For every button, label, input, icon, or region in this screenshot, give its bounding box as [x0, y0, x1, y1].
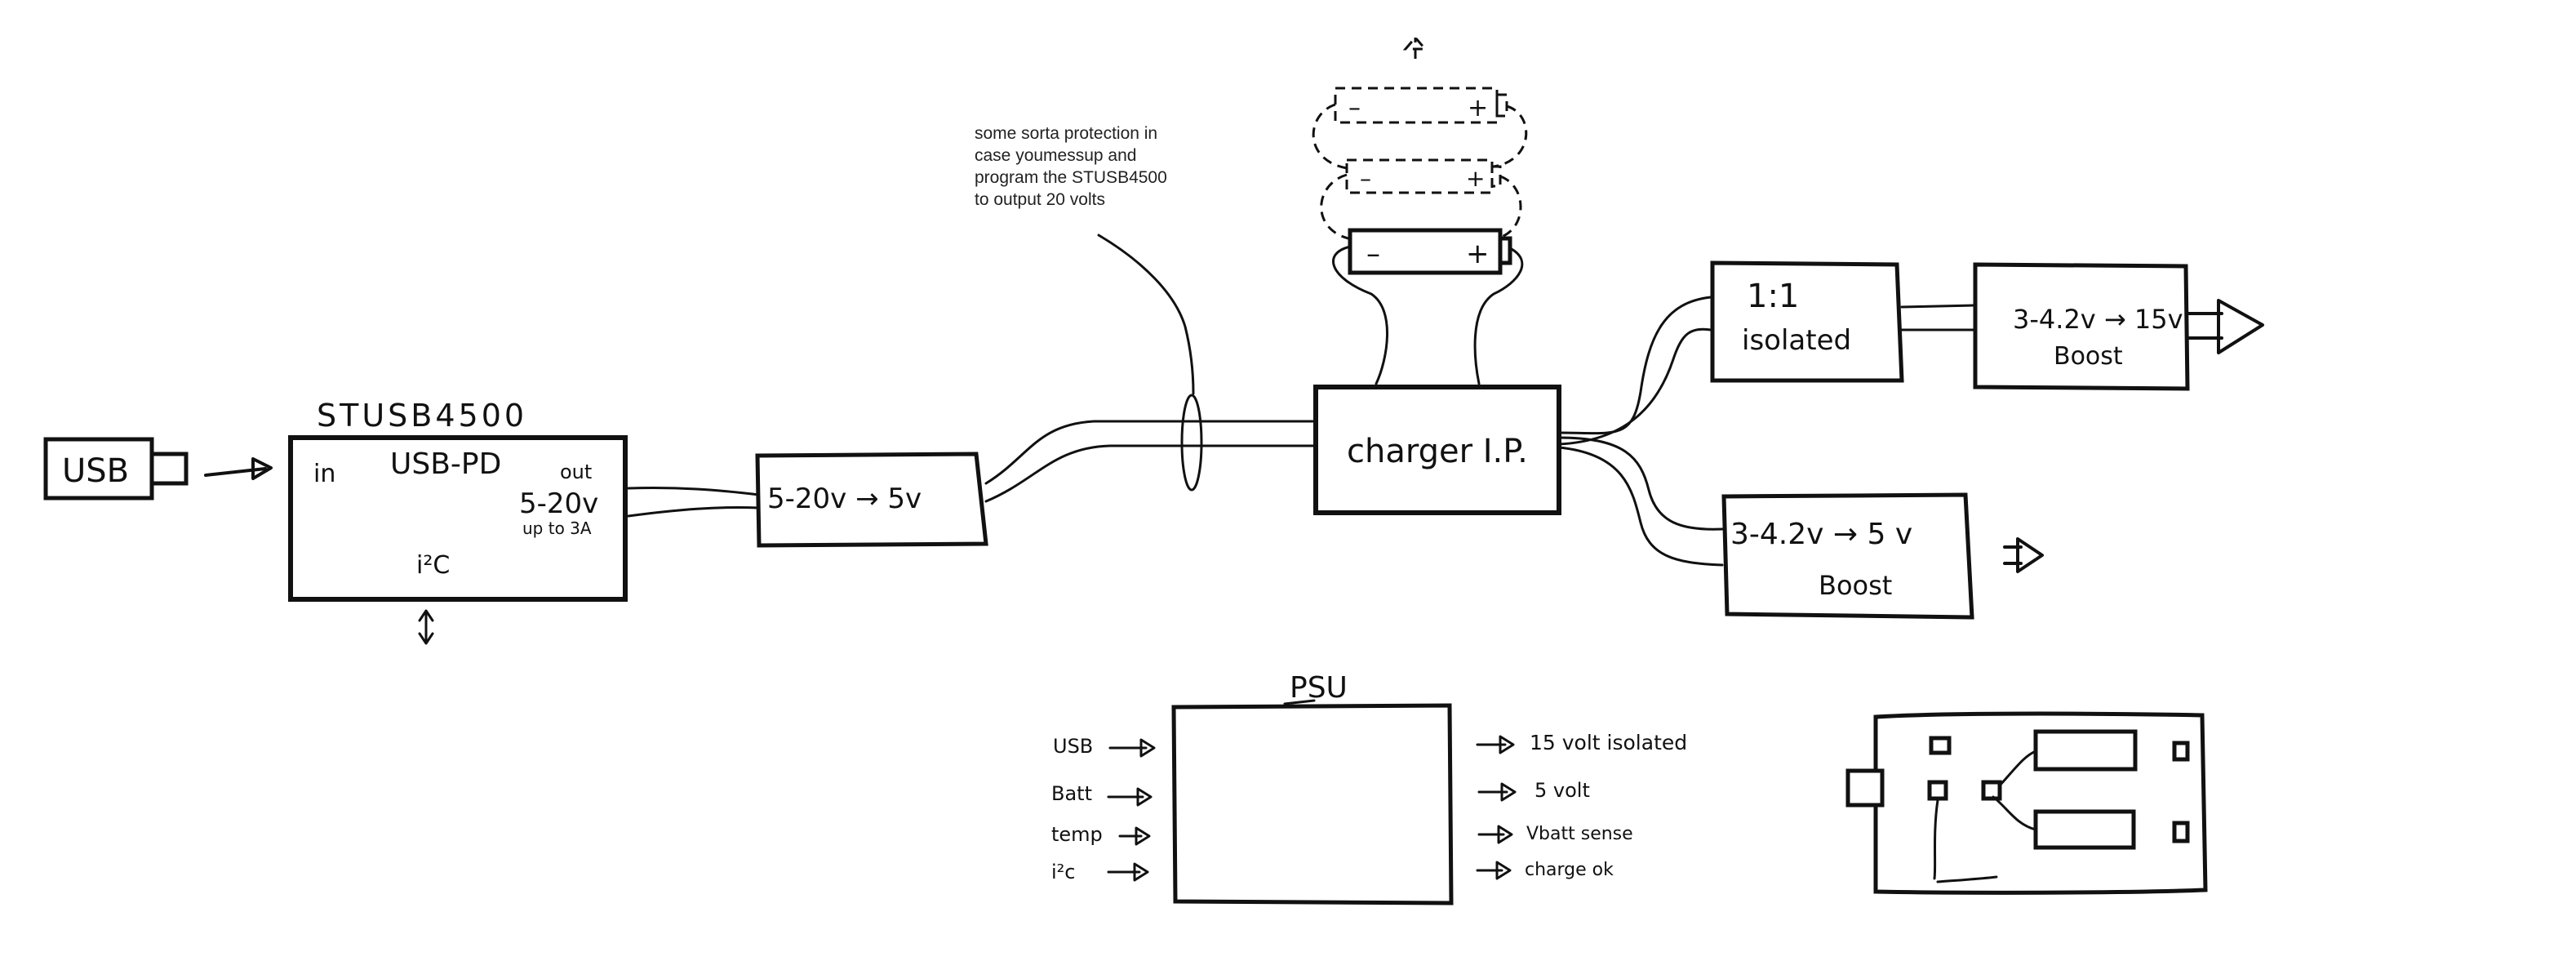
stusb-voltage: 5-20v — [519, 487, 598, 520]
psu-input-label-i2c: i²c — [1051, 861, 1075, 883]
stusb-title: STUSB4500 — [317, 398, 527, 434]
psu-input-label-batt: Batt — [1051, 782, 1092, 805]
boost15-output-arrow — [2186, 299, 2264, 354]
arrow-up-dashed — [1402, 35, 1428, 59]
stusb-to-buck-wires — [627, 486, 761, 518]
psu-output-5v: 5 volt — [1477, 779, 1590, 802]
psu-output-charge-ok: charge ok — [1476, 860, 1614, 880]
boost5-range: 3-4.2v → 5 v — [1730, 518, 1912, 551]
psu-input-label-usb: USB — [1053, 735, 1093, 758]
protection-note: some sorta protection in case youmessup … — [975, 124, 1203, 492]
psu-input-temp: temp — [1051, 823, 1151, 846]
boost-5v: 3-4.2v → 5 v Boost — [1721, 492, 1974, 620]
psu-title: PSU — [1290, 671, 1348, 705]
protection-note-line-3: program the STUSB4500 — [975, 168, 1167, 187]
psu-output-label-15v: 15 volt isolated — [1530, 731, 1687, 754]
pcb-component-c — [1981, 780, 2002, 801]
psu-input-batt: Batt — [1051, 782, 1153, 807]
battery-dashed-middle: – + — [1320, 158, 1522, 240]
battery-to-charger-wires — [1332, 245, 1524, 385]
usb-to-stusb-arrow — [204, 457, 273, 480]
pcb-usb-port — [1845, 768, 1885, 808]
psu-output-label-charge-ok: charge ok — [1525, 860, 1614, 880]
battery-plus: + — [1466, 238, 1490, 270]
protection-note-line-4: to output 20 volts — [975, 190, 1105, 209]
psu-input-label-temp: temp — [1051, 823, 1103, 846]
protection-note-line-1: some sorta protection in — [975, 124, 1157, 143]
charger-output-wires — [1557, 296, 1724, 567]
pcb-layout-sketch — [1845, 711, 2208, 895]
battery-dashed-top: – + — [1312, 87, 1528, 170]
buck-label: 5-20v → 5v — [767, 483, 922, 515]
pcb-component-e — [2172, 821, 2190, 843]
psu-block: PSU USB Batt temp i²c 15 volt isolated — [1051, 671, 1687, 905]
isolated-to-boost15-wires — [1900, 304, 1975, 331]
stusb-out-label: out — [560, 461, 592, 483]
battery-mid-minus: – — [1360, 165, 1371, 192]
stusb-in-label: in — [313, 460, 335, 488]
pcb-component-d — [2172, 741, 2190, 762]
i2c-bidirectional-arrow — [418, 609, 434, 645]
charger-label: charger I.P. — [1347, 433, 1528, 470]
psu-output-vbatt: Vbatt sense — [1477, 824, 1633, 844]
battery-stack: – + – + – + — [1312, 35, 1528, 385]
psu-output-label-5v: 5 volt — [1534, 779, 1590, 802]
pcb-component-a — [1929, 736, 1952, 755]
psu-input-i2c: i²c — [1051, 861, 1149, 883]
protection-note-line-2: case youmessup and — [975, 146, 1136, 165]
isolated-label: isolated — [1742, 324, 1851, 357]
stusb4500-block: STUSB4500 in USB-PD out 5-20v up to 3A i… — [288, 398, 628, 602]
boost5-output-arrow — [2003, 537, 2044, 573]
stusb-current: up to 3A — [522, 518, 592, 538]
usb-connector: USB — [43, 437, 189, 501]
isolated-converter: 1:1 isolated — [1710, 260, 1904, 383]
pcb-module-top — [2033, 729, 2138, 772]
battery-top-plus: + — [1468, 94, 1488, 122]
isolated-ratio: 1:1 — [1747, 278, 1799, 315]
usb-connector-label: USB — [62, 452, 129, 490]
charger-ic: charger I.P. — [1313, 385, 1561, 515]
stusb-i2c-label: i²C — [416, 551, 450, 580]
battery-solid: – + — [1348, 228, 1512, 275]
psu-input-usb: USB — [1053, 735, 1156, 758]
buck-converter: 5-20v → 5v — [755, 452, 988, 548]
pcb-module-bottom — [2033, 809, 2136, 850]
buck-to-charger-wires — [984, 420, 1317, 503]
battery-mid-plus: + — [1466, 165, 1485, 192]
battery-minus: – — [1366, 238, 1380, 270]
psu-output-15v: 15 volt isolated — [1476, 731, 1687, 754]
psu-output-label-vbatt: Vbatt sense — [1526, 824, 1633, 844]
boost15-label: Boost — [2054, 342, 2123, 371]
pcb-component-b — [1927, 780, 1948, 801]
boost15-range: 3-4.2v → 15v — [2013, 304, 2183, 335]
boost-15v: 3-4.2v → 15v Boost — [1973, 262, 2190, 391]
stusb-main-label: USB-PD — [390, 447, 501, 481]
boost5-label: Boost — [1819, 570, 1892, 601]
battery-top-minus: – — [1348, 94, 1361, 122]
